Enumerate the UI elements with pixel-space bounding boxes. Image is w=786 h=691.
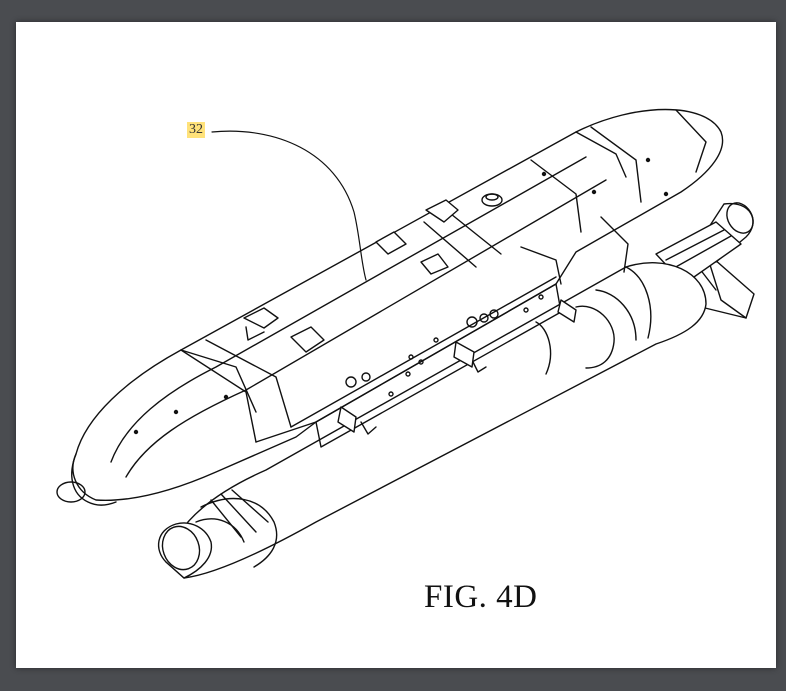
document-page: 32 FIG. 4D <box>16 22 776 668</box>
patent-drawing <box>56 108 755 579</box>
lower-store-body <box>157 262 707 579</box>
figure-caption: FIG. 4D <box>424 579 538 615</box>
carriage-pod <box>56 108 724 506</box>
reference-numeral-label: 32 <box>187 122 205 138</box>
